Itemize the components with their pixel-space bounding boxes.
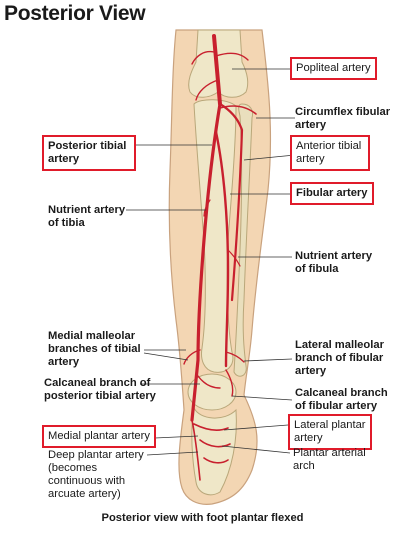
popliteal-artery-vessel bbox=[212, 34, 222, 106]
fibular-vessel bbox=[214, 130, 230, 368]
label-posterior-tibial-artery: Posterior tibial artery bbox=[42, 135, 136, 171]
nutrient-fibula-vessel bbox=[227, 249, 241, 267]
label-medial-malleolar-branches: Medial malleolar branches of tibial arte… bbox=[48, 330, 141, 368]
label-plantar-arterial-arch: Plantar arterial arch bbox=[293, 447, 366, 472]
label-circumflex-fibular-artery: Circumflex fibular artery bbox=[295, 106, 391, 131]
figure-caption: Posterior view with foot plantar flexed bbox=[101, 512, 304, 524]
page-title: Posterior View bbox=[4, 2, 146, 25]
label-popliteal-artery: Popliteal artery bbox=[290, 57, 377, 80]
label-medial-plantar-artery: Medial plantar artery bbox=[42, 425, 156, 448]
label-nutrient-artery-fibula: Nutrient artery of fibula bbox=[295, 250, 373, 275]
calcaneal-branches bbox=[197, 369, 234, 397]
posterior-tibial-vessel bbox=[190, 102, 222, 422]
label-anterior-tibial-artery: Anterior tibial artery bbox=[290, 135, 370, 171]
malleolar-branches bbox=[183, 349, 245, 365]
label-lateral-malleolar-branch: Lateral malleolar branch of fibular arte… bbox=[295, 339, 384, 377]
circumflex-fibular-vessel bbox=[219, 105, 257, 115]
label-fibular-artery: Fibular artery bbox=[290, 182, 374, 205]
nutrient-tibia-vessel bbox=[203, 199, 211, 217]
label-calcaneal-branch-posterior-tibial: Calcaneal branch of posterior tibial art… bbox=[44, 377, 156, 402]
label-deep-plantar-artery: Deep plantar artery (becomes continuous … bbox=[48, 449, 144, 500]
leader-lines bbox=[126, 68, 296, 456]
label-lateral-plantar-artery: Lateral plantar artery bbox=[288, 414, 372, 450]
label-calcaneal-branch-fibular: Calcaneal branch of fibular artery bbox=[295, 387, 388, 412]
plantar-vessels bbox=[191, 419, 231, 481]
anterior-tibial-vessel bbox=[218, 102, 244, 302]
calcaneus-bone bbox=[187, 373, 237, 411]
arteries bbox=[183, 34, 257, 481]
genicular-branches bbox=[191, 50, 249, 101]
label-nutrient-artery-tibia: Nutrient artery of tibia bbox=[48, 204, 126, 229]
